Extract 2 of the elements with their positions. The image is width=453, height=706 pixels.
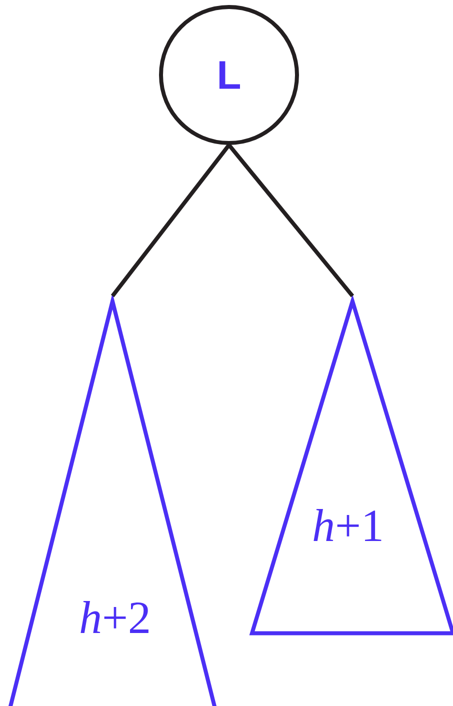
edge-line [227, 144, 354, 298]
edge-line [110, 144, 231, 298]
